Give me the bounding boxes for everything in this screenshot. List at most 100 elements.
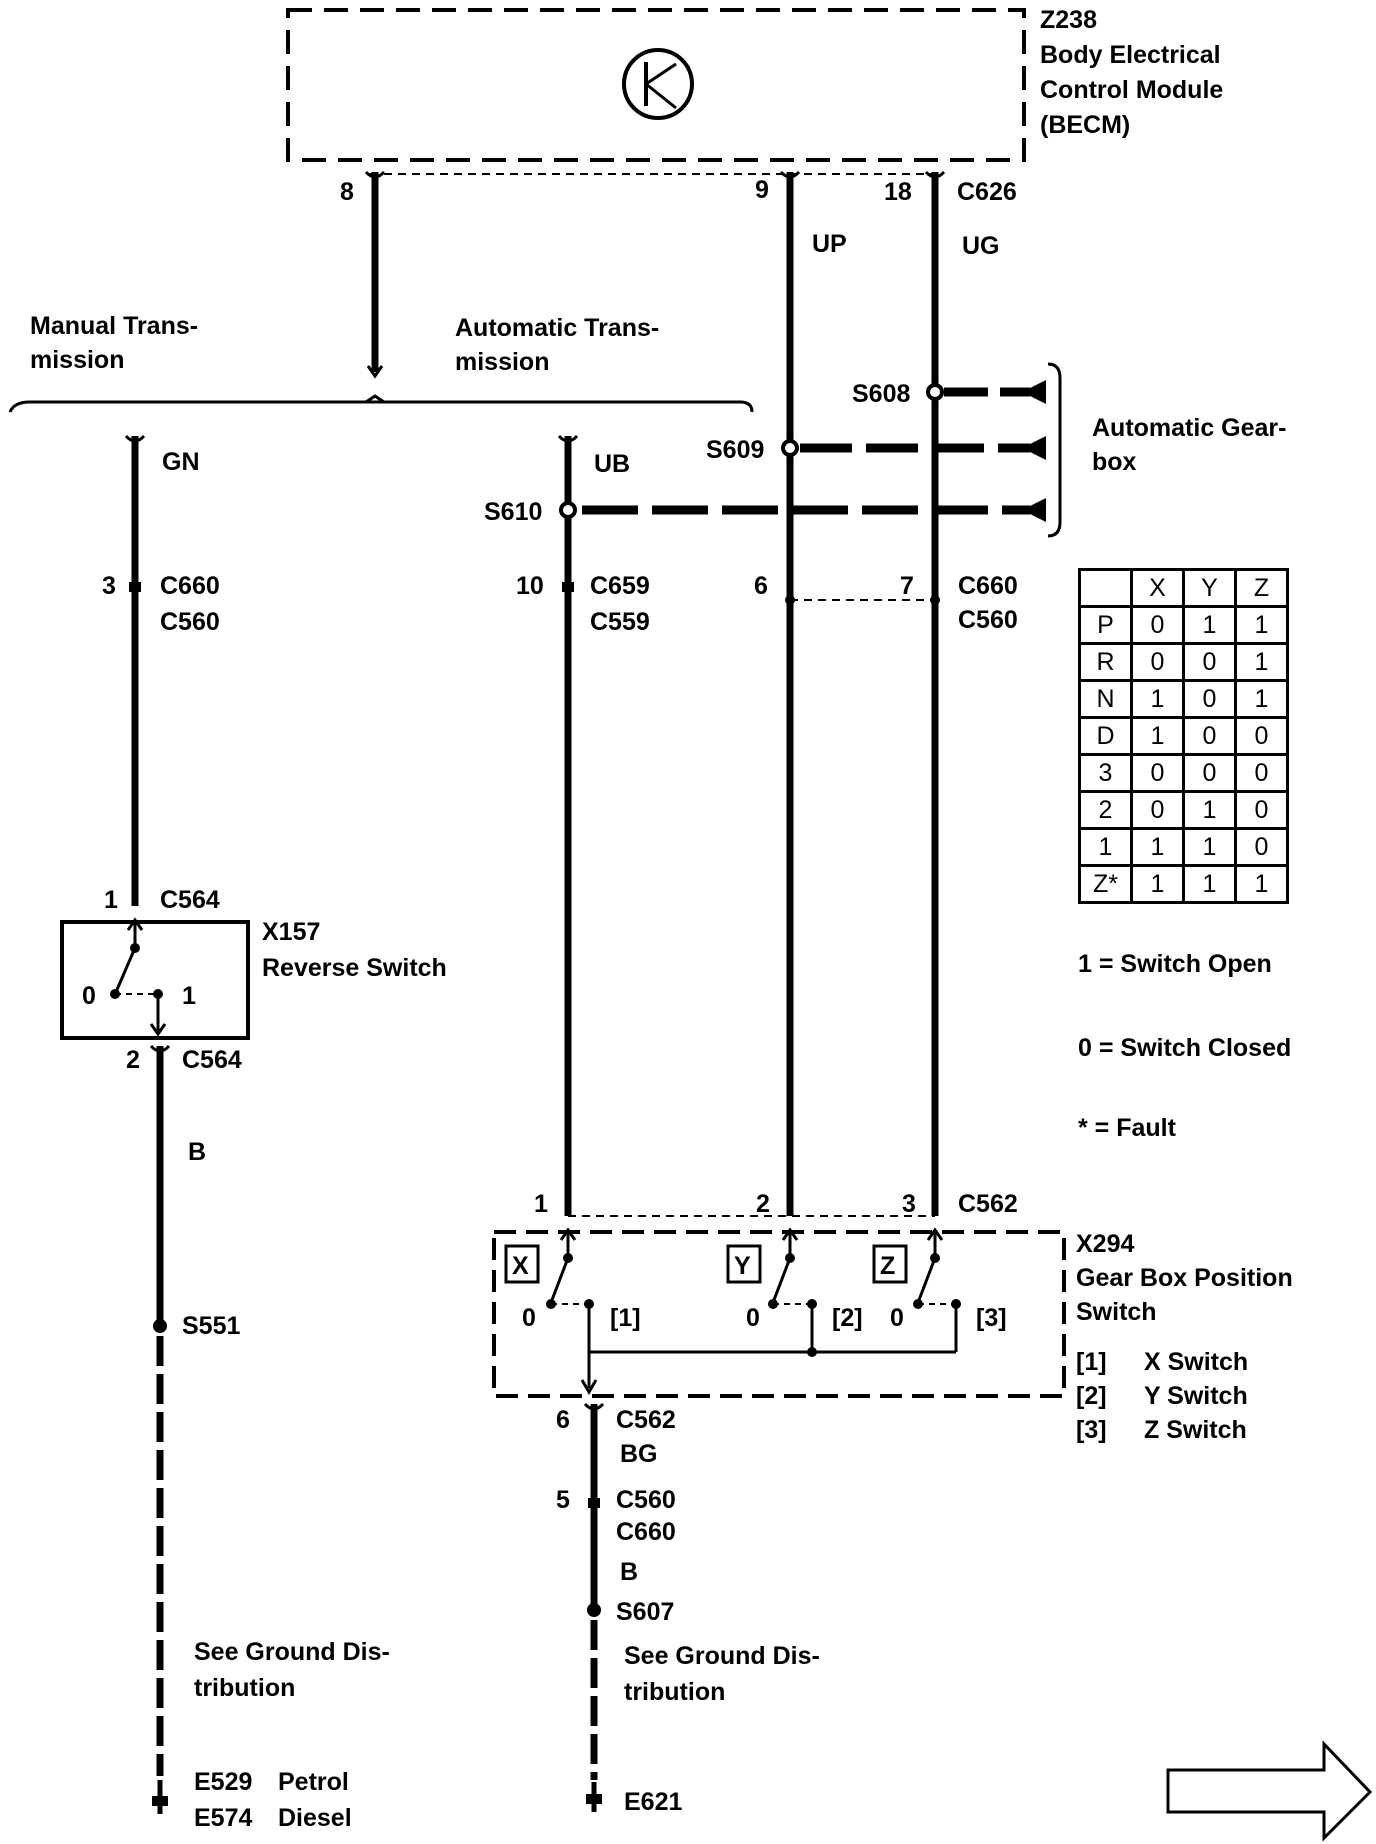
truth-table-cell: 0: [1234, 827, 1289, 867]
x-switch-box-label: [504, 1244, 540, 1284]
x294-name-1: Gear Box Position: [1076, 1264, 1293, 1292]
pin-3-label: 3: [102, 572, 116, 600]
truth-table-header-cell: Y: [1182, 568, 1237, 608]
z-switch-box-label: [872, 1244, 908, 1284]
e529-label: E529: [194, 1768, 252, 1796]
truth-table-cell: N: [1078, 679, 1133, 719]
next-page-arrow-icon[interactable]: [1166, 1740, 1373, 1842]
s609-label: S609: [706, 436, 764, 464]
z-switch-zero: 0: [890, 1304, 904, 1332]
truth-table-cell: 0: [1130, 605, 1185, 645]
splice-s551: [153, 1319, 167, 1333]
legend-name-1: X Switch: [1144, 1348, 1248, 1376]
z-switch-contact-icon: [913, 1227, 961, 1352]
truth-table-cell: 1: [1234, 642, 1289, 682]
x294-name-2: Switch: [1076, 1298, 1157, 1326]
c559-label: C559: [590, 608, 650, 636]
truth-table-cell: 0: [1182, 642, 1237, 682]
x157-name: Reverse Switch: [262, 954, 447, 982]
e574-label: E574: [194, 1804, 252, 1832]
truth-table-cell: 1: [1234, 679, 1289, 719]
x157-pin2-label: 2: [126, 1046, 140, 1074]
truth-table-cell: 1: [1234, 864, 1289, 904]
s608-arrow-icon: [1022, 380, 1046, 404]
manual-trans-label-1: Manual Trans-: [30, 312, 198, 340]
wire-color-b-right: B: [620, 1558, 638, 1586]
x157-pin1-label: 1: [104, 886, 118, 914]
wire-color-bg: BG: [620, 1440, 658, 1468]
becm-name-line3: (BECM): [1040, 111, 1130, 139]
s607-label: S607: [616, 1598, 674, 1626]
truth-table-cell: 0: [1130, 753, 1185, 793]
gearbox-bracket: [1047, 362, 1062, 538]
truth-table-cell: R: [1078, 642, 1133, 682]
splice-s609: [781, 439, 799, 457]
pin-18-label: 18: [884, 178, 912, 206]
truth-table-cell: 1: [1130, 827, 1185, 867]
y-switch-contact-icon: [768, 1227, 817, 1352]
splice-s607: [587, 1603, 601, 1617]
wire-color-gn: GN: [162, 448, 200, 476]
auto-trans-label-1: Automatic Trans-: [455, 314, 659, 342]
wire-color-ub: UB: [594, 450, 630, 478]
c626-label: C626: [957, 178, 1017, 206]
transmission-bracket: [8, 400, 754, 413]
x294-pin1-label: 1: [534, 1190, 548, 1218]
ground-left-note-1: See Ground Dis-: [194, 1638, 390, 1666]
truth-table-cell: 1: [1078, 827, 1133, 867]
legend-open: 1 = Switch Open: [1078, 950, 1272, 978]
becm-name-line1: Body Electrical: [1040, 41, 1221, 69]
c560-right-label: C560: [958, 606, 1018, 634]
truth-table-cell: 0: [1182, 753, 1237, 793]
x157-pos0-label: 0: [82, 982, 96, 1010]
truth-table-cell: 1: [1182, 864, 1237, 904]
x-switch-ref: [1]: [610, 1304, 641, 1332]
truth-table-cell: 0: [1130, 790, 1185, 830]
y-switch-zero: 0: [746, 1304, 760, 1332]
ground-left-icon: [152, 1780, 168, 1814]
truth-table-header-row: X Y Z: [1078, 568, 1289, 608]
x157-pos1-label: 1: [182, 982, 196, 1010]
pin-9-label: 9: [755, 176, 769, 204]
truth-table-cell: 0: [1182, 679, 1237, 719]
splice-s610: [559, 501, 577, 519]
pin-10-label: 10: [516, 572, 544, 600]
transistor-icon: [622, 48, 694, 120]
c562-label: C562: [958, 1190, 1018, 1218]
c562-pin6-label: 6: [556, 1406, 570, 1434]
truth-table-header-cell: X: [1130, 568, 1185, 608]
truth-table-cell: P: [1078, 605, 1133, 645]
truth-table-cell: 0: [1234, 716, 1289, 756]
wire-color-up: UP: [812, 230, 847, 258]
truth-table-header-cell: Z: [1234, 568, 1289, 608]
truth-table-cell: 3: [1078, 753, 1133, 793]
truth-table-cell: Z*: [1078, 864, 1133, 904]
x-switch-contact-icon: [546, 1227, 594, 1388]
truth-table-cell: 1: [1130, 864, 1185, 904]
legend-ref-2: [2]: [1076, 1382, 1107, 1410]
pin-8-label: 8: [340, 178, 354, 206]
z-switch-ref: [3]: [976, 1304, 1007, 1332]
truth-table-cell: 1: [1234, 605, 1289, 645]
legend-ref-3: [3]: [1076, 1416, 1107, 1444]
e621-label: E621: [624, 1788, 682, 1816]
truth-table-cell: 1: [1182, 605, 1237, 645]
truth-table-cell: 0: [1234, 790, 1289, 830]
reverse-switch-contact-icon: [110, 917, 167, 1037]
ground-right-note-1: See Ground Dis-: [624, 1642, 820, 1670]
truth-table-cell: 0: [1130, 642, 1185, 682]
c560-bottom-label: C560: [616, 1486, 676, 1514]
truth-table-cell: 1: [1130, 679, 1185, 719]
c560-pin5-label: 5: [556, 1486, 570, 1514]
wire-color-ug: UG: [962, 232, 1000, 260]
truth-table-cell: D: [1078, 716, 1133, 756]
truth-table-cell: 2: [1078, 790, 1133, 830]
legend-ref-1: [1]: [1076, 1348, 1107, 1376]
diesel-label: Diesel: [278, 1804, 352, 1832]
legend-closed: 0 = Switch Closed: [1078, 1034, 1291, 1062]
